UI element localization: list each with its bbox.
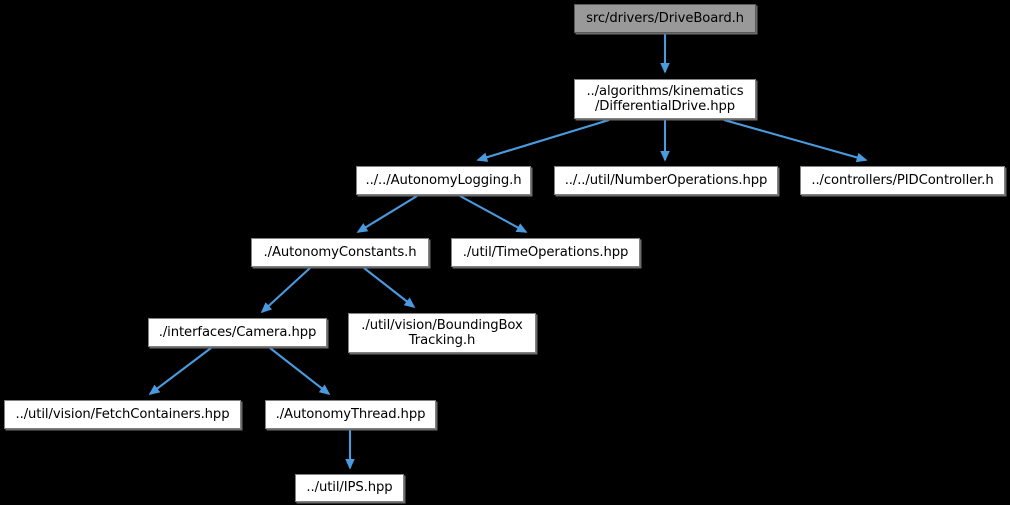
edge-differentialdrive-to-pidcontroller bbox=[723, 118, 868, 163]
graph-node-autonomyconstants[interactable]: ./AutonomyConstants.h bbox=[251, 238, 429, 267]
graph-node-label: ./util/vision/BoundingBox Tracking.h bbox=[361, 317, 523, 349]
graph-node-label: ../util/vision/FetchContainers.hpp bbox=[15, 406, 230, 422]
edge-differentialdrive-to-autonomylogging bbox=[476, 118, 610, 162]
graph-node-label: ./AutonomyConstants.h bbox=[263, 244, 417, 260]
graph-node-label: ./AutonomyThread.hpp bbox=[275, 406, 426, 422]
graph-node-numberoperations[interactable]: ../../util/NumberOperations.hpp bbox=[554, 166, 778, 195]
graph-node-timeoperations[interactable]: ./util/TimeOperations.hpp bbox=[451, 238, 640, 267]
graph-node-label: ../controllers/PIDController.h bbox=[811, 172, 994, 188]
graph-node-label: ./util/TimeOperations.hpp bbox=[462, 244, 629, 260]
graph-node-fetchcontainers[interactable]: ../util/vision/FetchContainers.hpp bbox=[4, 400, 241, 429]
graph-node-autonomylogging[interactable]: ../../AutonomyLogging.h bbox=[356, 166, 531, 195]
edge-camera-to-autonomythread bbox=[269, 347, 331, 396]
graph-node-pidcontroller[interactable]: ../controllers/PIDController.h bbox=[800, 166, 1005, 195]
graph-node-ips[interactable]: ../util/IPS.hpp bbox=[295, 474, 404, 502]
graph-node-label: ../algorithms/kinematics /DifferentialDr… bbox=[586, 83, 744, 115]
graph-node-label: ../../AutonomyLogging.h bbox=[365, 172, 522, 188]
graph-node-camera[interactable]: ./interfaces/Camera.hpp bbox=[148, 318, 327, 347]
graph-node-autonomythread[interactable]: ./AutonomyThread.hpp bbox=[265, 400, 436, 429]
graph-node-label: src/drivers/DriveBoard.h bbox=[586, 10, 744, 26]
edge-autonomylogging-to-autonomyconstants bbox=[356, 195, 418, 233]
edge-autonomylogging-to-timeoperations bbox=[459, 195, 528, 233]
graph-node-differentialdrive[interactable]: ../algorithms/kinematics /DifferentialDr… bbox=[574, 79, 756, 119]
graph-node-label: ../util/IPS.hpp bbox=[306, 480, 393, 496]
graph-node-driveboard[interactable]: src/drivers/DriveBoard.h bbox=[574, 4, 756, 33]
edge-autonomyconstants-to-boundingboxtracking bbox=[363, 267, 416, 309]
graph-node-boundingboxtracking[interactable]: ./util/vision/BoundingBox Tracking.h bbox=[348, 313, 536, 353]
graph-node-label: ../../util/NumberOperations.hpp bbox=[564, 172, 768, 188]
edge-camera-to-fetchcontainers bbox=[148, 347, 212, 396]
graph-node-label: ./interfaces/Camera.hpp bbox=[158, 324, 317, 340]
edge-autonomyconstants-to-camera bbox=[260, 267, 311, 314]
